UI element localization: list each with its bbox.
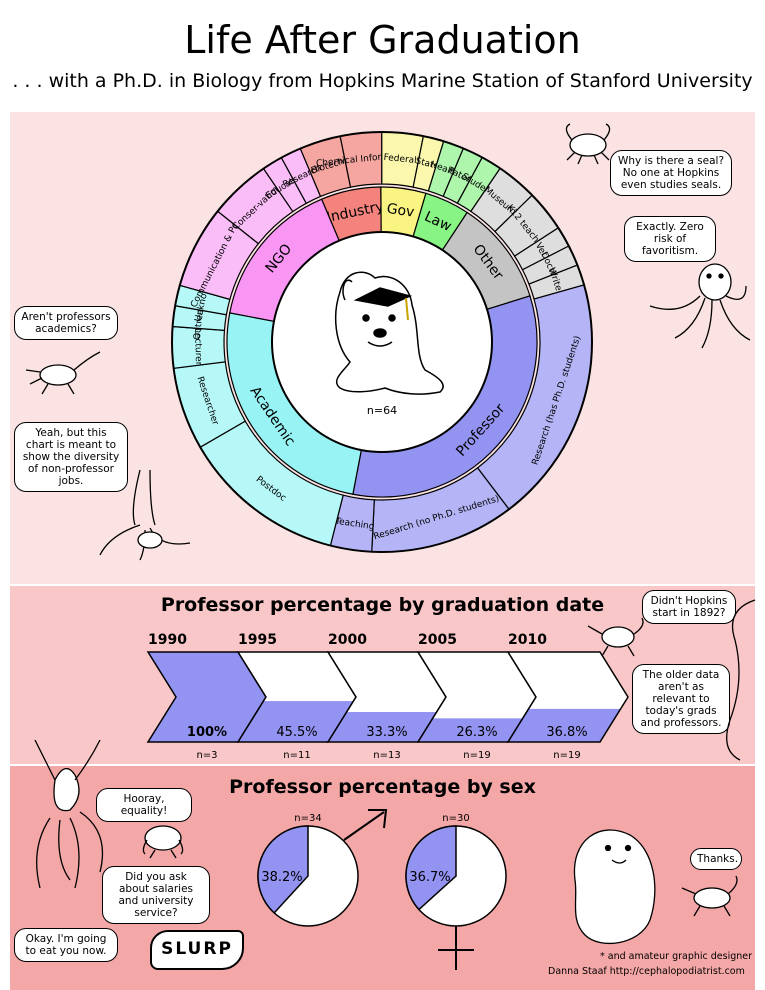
value-label-1995: 45.5% bbox=[276, 725, 317, 740]
crab-icon bbox=[25, 351, 101, 395]
male-symbol-icon bbox=[343, 809, 388, 841]
seal-graduate-icon bbox=[334, 271, 444, 395]
squid-icon bbox=[99, 469, 191, 561]
bubble-diversity: Yeah, but this chart is meant to show th… bbox=[14, 422, 128, 492]
page-subtitle: . . . with a Ph.D. in Biology from Hopki… bbox=[12, 70, 753, 92]
n-label-2010: n=19 bbox=[553, 750, 580, 760]
value-label-1990: 100% bbox=[187, 725, 227, 740]
tentacle-icon bbox=[726, 599, 756, 761]
bubble-equality: Hooray, equality! bbox=[96, 788, 192, 822]
author-credit: Danna Staaf http://cephalopodiatrist.com bbox=[548, 966, 745, 977]
footnote: * and amateur graphic designer bbox=[600, 951, 753, 962]
graduation-chart-title: Professor percentage by graduation date bbox=[160, 594, 605, 616]
outer-label-federal: Federal bbox=[383, 153, 417, 166]
n-label-2005: n=19 bbox=[463, 750, 490, 760]
crab-icon bbox=[681, 875, 738, 917]
bubble-professors-question: Aren't professors academics? bbox=[14, 306, 118, 340]
year-label-1995: 1995 bbox=[238, 632, 277, 648]
year-label-1990: 1990 bbox=[148, 632, 187, 648]
year-label-2005: 2005 bbox=[418, 632, 457, 648]
pie-slice-female bbox=[405, 825, 457, 911]
bubble-favoritism: Exactly. Zero risk of favoritism. bbox=[624, 216, 716, 262]
bubble-thanks: Thanks. bbox=[690, 848, 742, 870]
inner-label-gov: Gov bbox=[386, 201, 416, 221]
pie-n-male: n=34 bbox=[294, 813, 321, 824]
graduation-chevron-chart: 1990 100% n=3 1995 45.5% n=11 2000 33.3% n=13 200… bbox=[146, 632, 629, 760]
octopus-icon bbox=[649, 263, 751, 349]
sex-chart-title: Professor percentage by sex bbox=[229, 776, 536, 798]
value-label-2000: 33.3% bbox=[366, 725, 407, 740]
donut-n-label: n=64 bbox=[367, 404, 397, 417]
squid-icon bbox=[34, 739, 104, 889]
value-label-2010: 36.8% bbox=[546, 725, 587, 740]
seal-icon bbox=[573, 829, 656, 945]
chevron-fill-2005 bbox=[418, 718, 536, 742]
crab-icon bbox=[587, 617, 644, 657]
pie-n-female: n=30 bbox=[442, 813, 469, 824]
n-label-1990: n=3 bbox=[196, 750, 217, 760]
year-label-2000: 2000 bbox=[328, 632, 367, 648]
slurp-sound: SLURP bbox=[150, 930, 244, 970]
bubble-seal-question: Why is there a seal? No one at Hopkins e… bbox=[610, 150, 732, 196]
page-title: Life After Graduation bbox=[184, 18, 581, 62]
female-symbol-icon bbox=[438, 926, 474, 970]
crab-icon bbox=[565, 123, 611, 165]
year-label-2010: 2010 bbox=[508, 632, 547, 648]
sex-pie-charts: 38.2% n=34 36.7% n=30 bbox=[257, 809, 507, 970]
bubble-hopkins-1892: Didn't Hopkins start in 1892? bbox=[642, 590, 736, 624]
n-label-1995: n=11 bbox=[283, 750, 310, 760]
bubble-eat-you: Okay. I'm going to eat you now. bbox=[14, 928, 118, 962]
outer-label-lecturer: Lecturer bbox=[192, 328, 203, 366]
bubble-older-data: The older data aren't as relevant to tod… bbox=[632, 664, 730, 734]
n-label-2000: n=13 bbox=[373, 750, 400, 760]
crab-icon bbox=[142, 825, 184, 859]
pie-label-female: 36.7% bbox=[409, 870, 450, 885]
value-label-2005: 26.3% bbox=[456, 725, 497, 740]
pie-slice-male bbox=[257, 825, 309, 914]
pie-label-male: 38.2% bbox=[261, 870, 302, 885]
bubble-salaries: Did you ask about salaries and universit… bbox=[102, 866, 210, 924]
